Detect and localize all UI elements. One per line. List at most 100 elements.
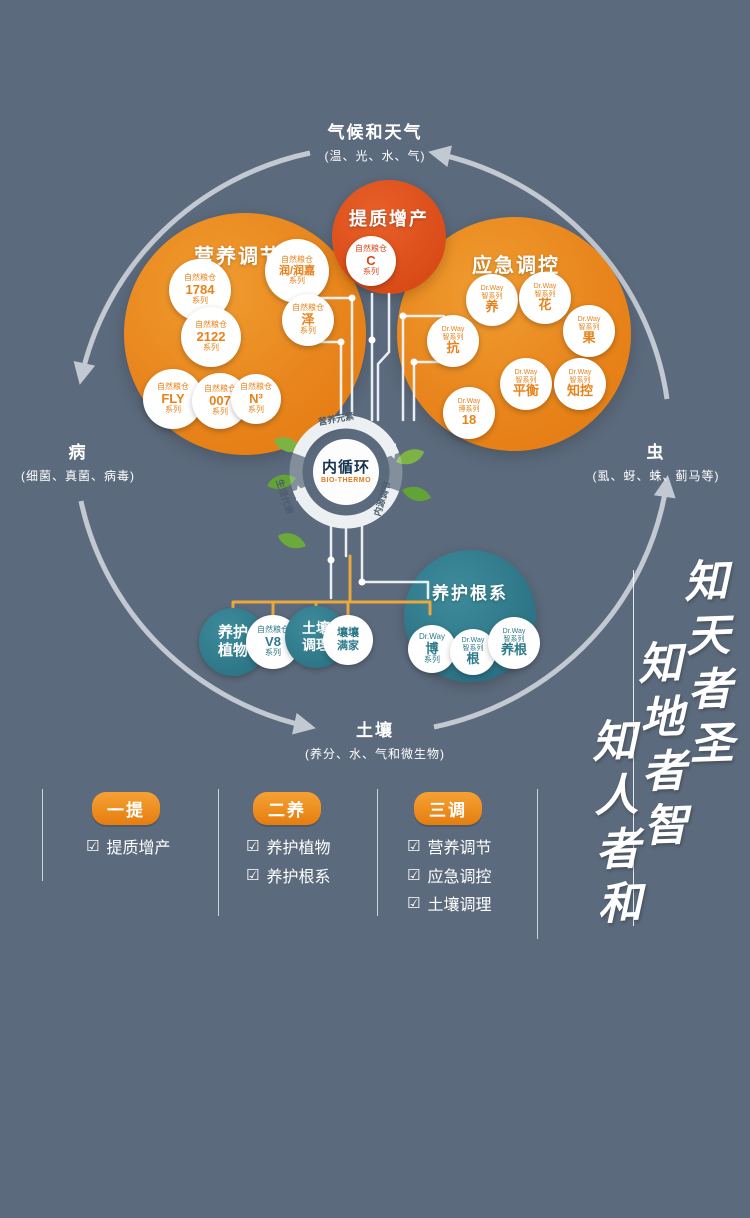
product-brand: 自然粮仓: [157, 382, 189, 392]
hub-subtitle: BIO-THERMO: [320, 477, 372, 484]
legend-item: ☑ 营养调节: [407, 834, 491, 858]
product-series: 智系列: [515, 376, 537, 384]
product-brand: Dr.Way: [419, 632, 445, 642]
product-series: 智系列: [503, 635, 525, 643]
product-name: 博: [425, 640, 439, 656]
product-run-runjia: 自然粮仓 润/润嘉 系列: [265, 239, 329, 303]
calligraphy-phrase-3: 知人者和: [583, 717, 642, 935]
product-name: C: [366, 252, 376, 268]
legend-divider: [42, 789, 43, 881]
product-name: 果: [582, 329, 596, 345]
product-pingheng: Dr.Way 智系列 平衡: [500, 358, 552, 410]
cycle-node-climate-subtitle: (温、光、水、气): [324, 149, 426, 163]
legend-item-label: 养护植物: [266, 840, 331, 857]
product-series: 智系列: [481, 292, 503, 300]
checkbox-icon: ☑: [86, 837, 100, 855]
product-name: 润/润嘉: [278, 264, 316, 277]
product-suffix: 系列: [212, 407, 228, 417]
product-brand: Dr.Way: [533, 283, 557, 291]
product-name-line2: 满家: [337, 640, 359, 652]
hub-title: 内循环: [321, 459, 370, 476]
product-name: FLY: [161, 390, 185, 406]
product-name: N³: [249, 390, 263, 406]
leaf-decorations: [267, 437, 431, 549]
product-name-line1: 壤壤: [337, 627, 359, 640]
product-zhikong: Dr.Way 智系列 知控: [554, 358, 606, 410]
checkbox-icon: ☑: [246, 866, 260, 884]
legend-item-label: 应急调控: [427, 869, 492, 886]
product-n3: 自然粮仓 N³ 系列: [231, 374, 281, 424]
product-brand: 自然粮仓: [184, 273, 216, 283]
product-yang: Dr.Way 智系列 养: [466, 274, 518, 326]
product-guo: Dr.Way 智系列 果: [563, 305, 615, 357]
product-suffix: 系列: [363, 267, 379, 277]
product-suffix: 系列: [203, 343, 219, 353]
cycle-node-disease: 病 (细菌、真菌、病毒): [21, 438, 135, 484]
cycle-arc-bottom-right: [433, 475, 676, 730]
legend-divider: [537, 789, 538, 939]
product-suffix: 系列: [248, 405, 264, 415]
product-brand: Dr.Way: [461, 637, 485, 645]
product-yanggen: Dr.Way 智系列 养根: [488, 617, 540, 669]
legend-button-one-ti: 一提: [92, 792, 160, 825]
product-series: 智系列: [578, 323, 600, 331]
legend-button-two-yang: 二养: [253, 792, 321, 825]
cycle-node-disease-title: 病: [68, 443, 88, 462]
cycle-node-climate-title: 气候和天气: [327, 123, 423, 142]
roots-cluster-label: 养护根系: [432, 584, 508, 603]
product-2122: 自然粮仓 2122 系列: [181, 307, 241, 367]
product-ze: 自然粮仓 泽 系列: [282, 294, 334, 346]
cycle-arc-group: [73, 145, 676, 735]
product-c-series: 自然粮仓 C 系列: [346, 236, 396, 286]
product-name: 007: [209, 392, 231, 408]
product-name: 养根: [500, 641, 527, 657]
cycle-arc-top-right: [428, 145, 670, 400]
checkbox-icon: ☑: [407, 894, 421, 912]
product-name: 平衡: [512, 382, 539, 398]
product-series: 智系列: [442, 333, 464, 341]
product-brand: 自然粮仓: [355, 244, 387, 254]
product-series: 智系列: [462, 644, 484, 652]
trace-node-dots: [327, 294, 418, 586]
product-brand: Dr.Way: [441, 326, 465, 334]
product-brand: Dr.Way: [577, 316, 601, 324]
cycle-node-insects-title: 虫: [646, 443, 666, 462]
product-name: 花: [538, 296, 552, 312]
product-brand: 自然粮仓: [195, 320, 227, 330]
quality-cluster-label: 提质增产: [349, 209, 429, 229]
product-suffix: 系列: [192, 296, 208, 306]
hub-center: 内循环 BIO-THERMO: [306, 456, 386, 484]
legend-item: ☑ 提质增产: [86, 834, 170, 858]
checkbox-icon: ☑: [246, 837, 260, 855]
legend-item: ☑ 养护植物: [246, 834, 330, 858]
product-suffix: 系列: [424, 655, 440, 665]
legend-divider: [218, 789, 219, 916]
legend-item: ☑ 土壤调理: [407, 891, 491, 915]
product-brand: 自然粮仓: [240, 382, 272, 392]
legend-item-label: 提质增产: [106, 840, 171, 857]
cycle-node-soil-title: 土壤: [356, 721, 394, 740]
product-brand: Dr.Way: [480, 285, 504, 293]
legend-button-three-tiao: 三调: [414, 792, 482, 825]
product-name: 2122: [196, 328, 226, 344]
plants-cluster-label: 养护植物: [217, 624, 248, 659]
cycle-arc-top-left: [73, 150, 311, 385]
product-hua: Dr.Way 智系列 花: [519, 272, 571, 324]
cycle-arc-bottom-left: [78, 500, 316, 735]
product-kang: Dr.Way 智系列 抗: [427, 315, 479, 367]
product-brand: 自然粮仓: [204, 384, 236, 394]
calligraphy-divider: [633, 570, 634, 926]
product-bo: Dr.Way 博 系列: [408, 625, 456, 673]
product-brand: Dr.Way: [568, 369, 592, 377]
product-brand: 自然粮仓: [292, 303, 324, 313]
checkbox-icon: ☑: [407, 866, 421, 884]
product-brand: Dr.Way: [457, 398, 481, 406]
product-name: 泽: [301, 311, 315, 327]
product-series: 博系列: [458, 405, 480, 413]
product-name: 养: [485, 298, 499, 314]
product-suffix: 系列: [165, 405, 181, 415]
product-brand: 自然粮仓: [281, 255, 313, 265]
cycle-node-insects: 虫 (虱、蚜、蛛、蓟马等): [593, 438, 720, 484]
